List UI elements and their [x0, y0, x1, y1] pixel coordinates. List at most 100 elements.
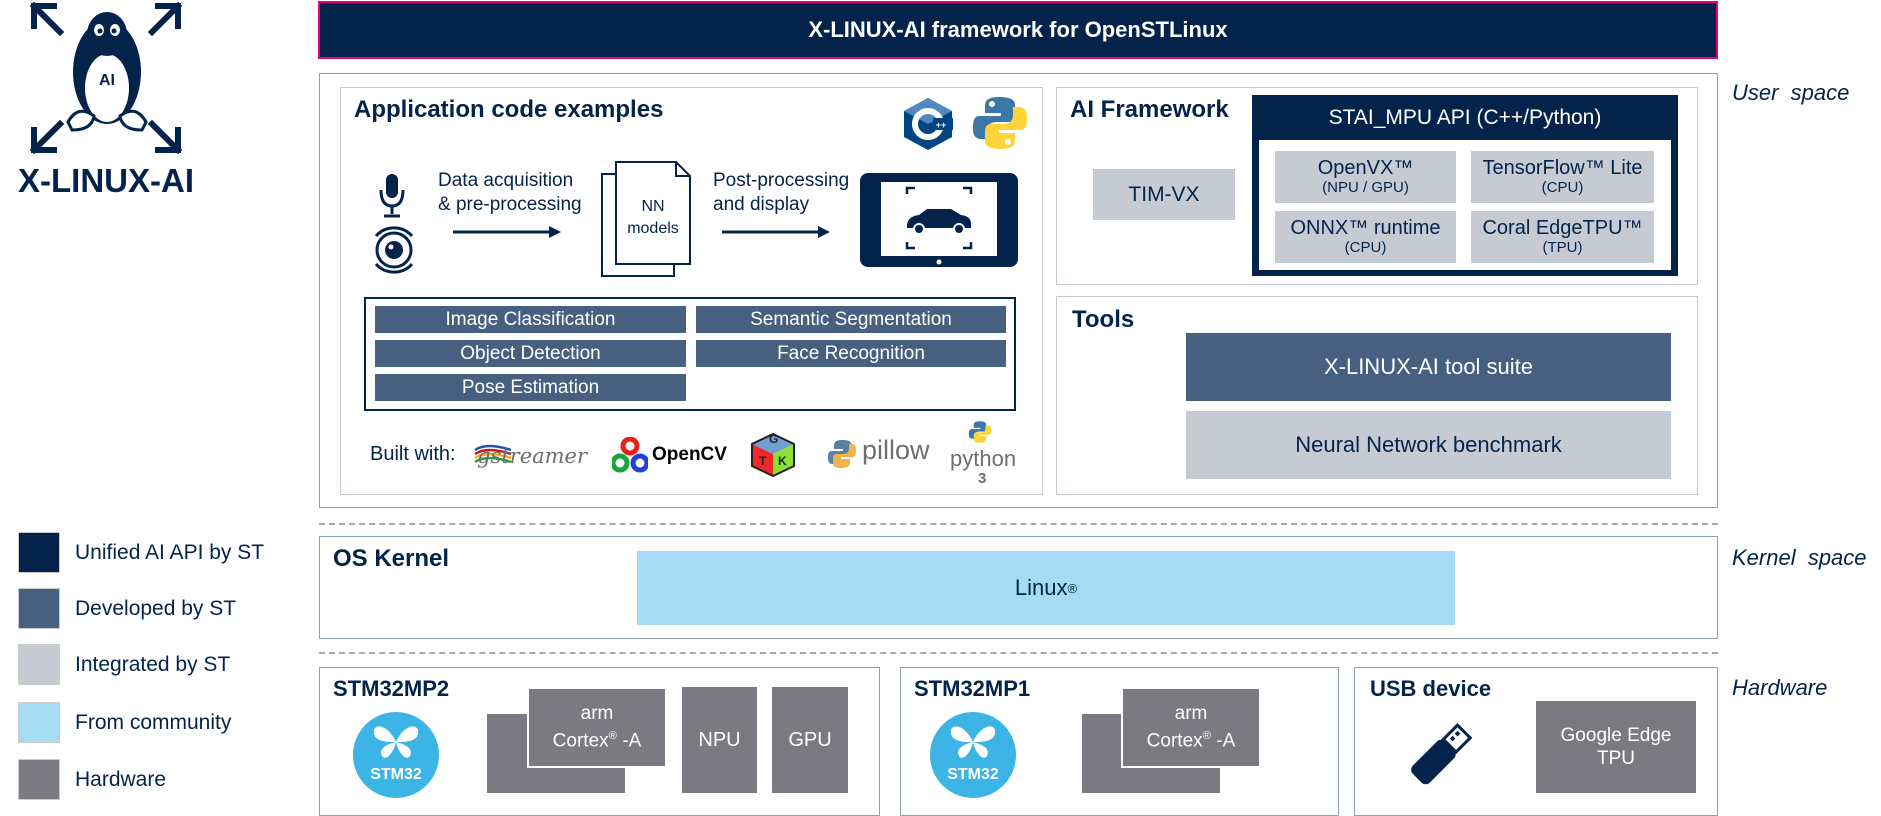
separator-user-kernel — [319, 523, 1718, 525]
kernel-space-label: Kernel space — [1732, 545, 1867, 570]
mp1-cortex-label: Cortex — [1146, 730, 1203, 752]
opencv-text: OpenCV — [652, 444, 727, 465]
stm32-logo-mp2: STM32 — [353, 712, 439, 798]
mp2-cortex-line: Cortex® -A — [553, 725, 642, 752]
legend-swatch — [18, 532, 60, 573]
legend-label: Integrated by ST — [75, 653, 231, 676]
python3-version: 3 — [978, 470, 987, 487]
tool-suite-box: X-LINUX-AI tool suite — [1186, 333, 1671, 401]
tflite-target: (CPU) — [1541, 179, 1584, 197]
legend-swatch — [18, 702, 60, 743]
gtk-logo: G T K — [750, 432, 796, 478]
stm32mp1-title: STM32MP1 — [914, 676, 1031, 701]
nn-benchmark-box: Neural Network benchmark — [1186, 411, 1671, 479]
linux-box: Linux® — [637, 551, 1455, 625]
opencv-logo: OpenCV — [612, 437, 732, 473]
x-linux-ai-logo: AI — [28, 0, 188, 160]
hardware-label: Hardware — [1732, 675, 1828, 700]
gtk-letter-g: G — [769, 432, 779, 446]
use-case-pose-estimation: Pose Estimation — [375, 374, 686, 401]
legend-label: Hardware — [75, 768, 167, 791]
use-case-image-classification: Image Classification — [375, 306, 686, 333]
tflite-box: TensorFlow™ Lite (CPU) — [1471, 151, 1654, 203]
mp1-arm-label: arm — [1174, 703, 1208, 725]
mp2-cortex-box: arm Cortex® -A — [527, 687, 667, 768]
svg-text:++: ++ — [936, 120, 947, 130]
legend-label: Developed by ST — [75, 597, 237, 620]
stai-mpu-api-title: STAI_MPU API (C++/Python) — [1328, 106, 1602, 129]
npu-box: NPU — [682, 687, 757, 793]
gpu-box: GPU — [772, 687, 848, 793]
gstreamer-waves-icon — [474, 444, 512, 464]
nn-models-label: NN models — [616, 196, 690, 240]
usb-device-title: USB device — [1370, 676, 1492, 701]
openvx-name: OpenVX™ — [1317, 157, 1414, 180]
onnx-name: ONNX™ runtime — [1290, 217, 1441, 240]
os-kernel-title: OS Kernel — [333, 545, 450, 572]
use-case-semantic-segmentation: Semantic Segmentation — [696, 306, 1006, 333]
app-examples-panel — [340, 87, 1043, 495]
mp1-cortex-suffix: -A — [1211, 730, 1236, 752]
python3-logo: python 3 — [948, 420, 1018, 490]
onnx-box: ONNX™ runtime (CPU) — [1275, 211, 1456, 263]
coral-target: (TPU) — [1542, 239, 1583, 257]
tablet-display-icon — [860, 173, 1018, 267]
openvx-target: (NPU / GPU) — [1322, 179, 1409, 197]
butterfly-icon-2 — [950, 726, 996, 758]
linux-registered: ® — [1067, 580, 1078, 596]
cpp-logo-icon: ++ — [904, 98, 953, 150]
use-case-face-recognition: Face Recognition — [696, 340, 1006, 367]
coral-name: Coral EdgeTPU™ — [1482, 217, 1643, 240]
tools-title: Tools — [1072, 306, 1135, 333]
google-edge-tpu-box: Google Edge TPU — [1536, 701, 1696, 793]
mp1-cortex-box: arm Cortex® -A — [1121, 687, 1261, 768]
legend-swatch — [18, 644, 60, 685]
use-case-object-detection: Object Detection — [375, 340, 686, 367]
ai-framework-title: AI Framework — [1070, 96, 1229, 123]
gtk-letter-k: K — [778, 454, 787, 468]
camera-icon — [374, 226, 414, 274]
stm32mp2-title: STM32MP2 — [333, 676, 450, 701]
penguin-label: AI — [99, 72, 115, 89]
mp2-arm-label: arm — [580, 703, 614, 725]
gtk-letter-t: T — [759, 454, 767, 468]
legend-label: From community — [75, 711, 232, 734]
banner-title: X-LINUX-AI framework for OpenSTLinux — [808, 17, 1228, 42]
butterfly-icon — [373, 726, 419, 758]
app-examples-title: Application code examples — [354, 96, 664, 123]
tflite-name: TensorFlow™ Lite — [1482, 157, 1643, 180]
stm32-logo-mp1-text: STM32 — [947, 766, 999, 783]
mp1-cortex-reg: ® — [1202, 730, 1212, 743]
mp2-cortex-suffix: -A — [617, 730, 642, 752]
stm32-logo-mp1: STM32 — [930, 712, 1016, 798]
onnx-target: (CPU) — [1344, 239, 1387, 257]
post-processing-label: Post-processing and display — [713, 169, 849, 217]
pillow-icon — [828, 440, 856, 468]
gtk-cube-icon — [751, 432, 795, 478]
separator-kernel-hardware — [319, 652, 1718, 654]
mp1-cortex-line: Cortex® -A — [1147, 725, 1236, 752]
coral-box: Coral EdgeTPU™ (TPU) — [1471, 211, 1654, 263]
document-stack-icon — [601, 161, 691, 277]
arrow-right-icon-2 — [722, 226, 830, 238]
acquisition-line-2: & pre-processing — [438, 194, 582, 215]
microphone-icon — [379, 174, 405, 218]
user-space-label: User space — [1732, 80, 1850, 105]
tpu-line-2: TPU — [1597, 748, 1635, 769]
framework-banner: X-LINUX-AI framework for OpenSTLinux — [318, 1, 1718, 59]
usb-stick-icon — [1411, 723, 1473, 785]
mp2-cortex-label: Cortex — [552, 730, 609, 752]
built-with-label: Built with: — [370, 443, 456, 465]
pillow-text: pillow — [862, 435, 930, 465]
penguin-icon — [29, 1, 183, 155]
python-logo-icon — [973, 97, 1027, 149]
legend-swatch — [18, 759, 60, 800]
acquisition-line-1: Data acquisition — [438, 170, 574, 191]
linux-label: Linux — [1014, 575, 1068, 600]
arrow-right-icon — [453, 226, 561, 238]
timvx-box: TIM-VX — [1093, 169, 1235, 220]
python3-text: python — [950, 446, 1017, 471]
pillow-logo: pillow — [828, 433, 938, 473]
nn-line-1: NN — [641, 198, 665, 215]
acquisition-label: Data acquisition & pre-processing — [438, 169, 582, 217]
